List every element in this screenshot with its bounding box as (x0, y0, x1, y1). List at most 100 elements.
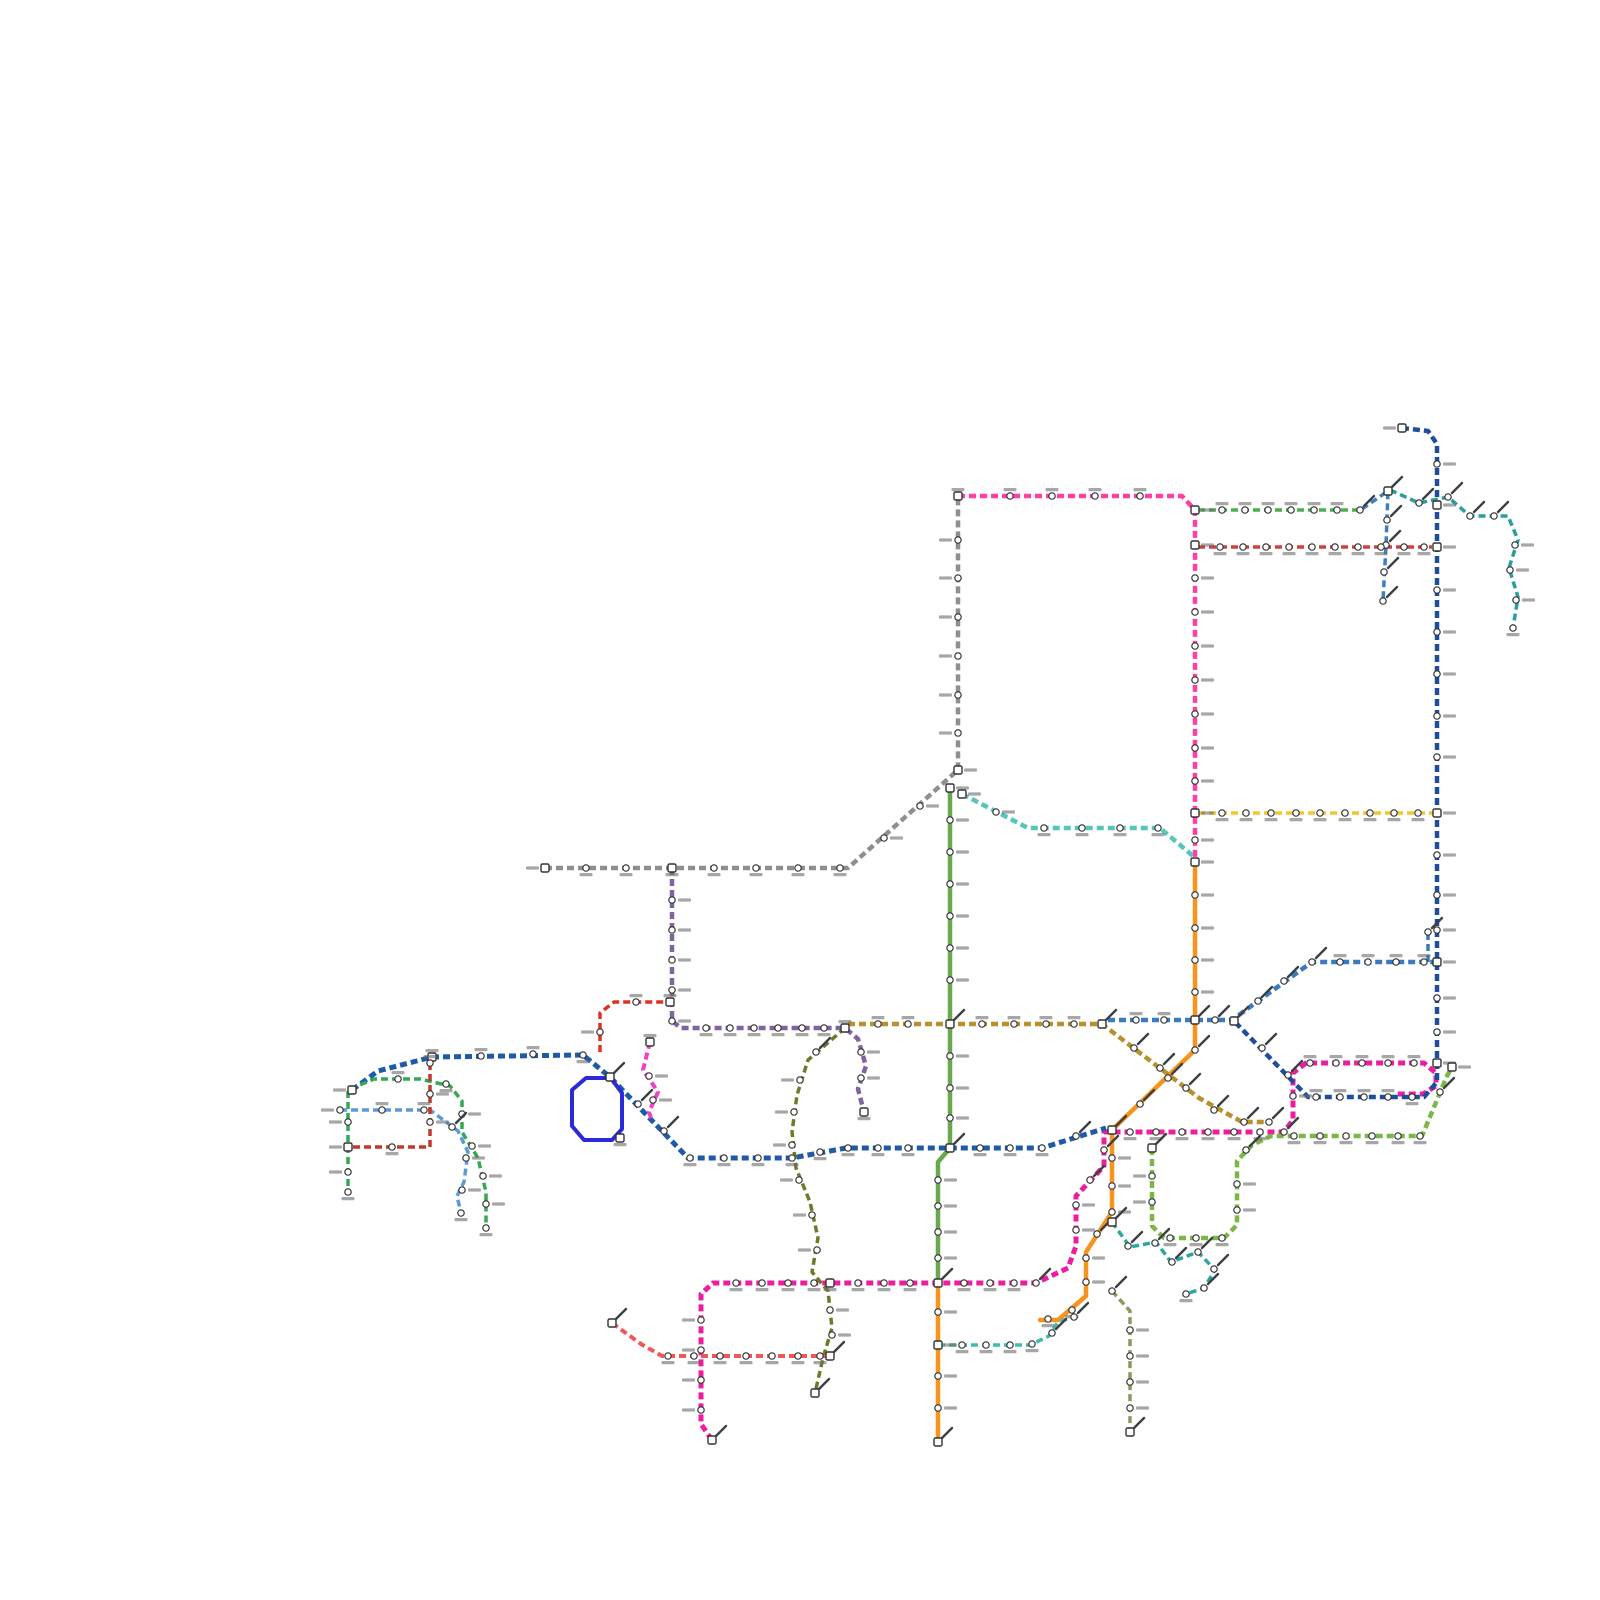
station-label-smudge (1299, 1094, 1312, 1098)
station-marker (1424, 928, 1432, 936)
station-marker (1191, 836, 1199, 844)
station-marker (1136, 492, 1144, 500)
lines-layer (340, 425, 1520, 1445)
station-label-tick (1472, 500, 1486, 514)
station-marker (664, 1352, 672, 1360)
station-label-smudge (1082, 1228, 1095, 1232)
station-label-smudge (739, 1361, 753, 1365)
station-marker (1433, 926, 1441, 934)
station-label-smudge (682, 1318, 695, 1322)
station-label-smudge (613, 1143, 627, 1147)
station-label-smudge (975, 1016, 989, 1020)
station-marker (1358, 1059, 1366, 1067)
station-marker (880, 1279, 888, 1287)
station-label-smudge (1215, 1243, 1229, 1247)
station-label-smudge (1413, 1141, 1427, 1145)
station-marker (946, 880, 954, 888)
station-label-smudge (1417, 552, 1431, 556)
station-label-tick (1142, 1088, 1156, 1102)
station-marker (946, 912, 954, 920)
station-label-smudge (472, 1156, 485, 1160)
station-marker (750, 1024, 758, 1032)
station-marker (1070, 1313, 1078, 1321)
station-label-smudge (1443, 672, 1456, 676)
station-label-tick (714, 1424, 728, 1438)
station-label-smudge (901, 1016, 915, 1020)
station-label-smudge (877, 1288, 891, 1292)
station-label-tick (1114, 1206, 1128, 1220)
station-label-smudge (1383, 426, 1396, 430)
station-marker (622, 864, 630, 872)
station-marker (986, 1279, 994, 1287)
station-marker (1093, 1230, 1101, 1238)
transit-line-purple-line (669, 868, 869, 1113)
station-label-smudge (629, 994, 643, 998)
station-marker (388, 1143, 396, 1151)
station-label-smudge (1201, 508, 1214, 512)
station-label-smudge (1201, 860, 1214, 864)
station-label-tick (1286, 1116, 1300, 1130)
station-label-smudge (678, 928, 691, 932)
station-marker (1072, 1226, 1080, 1234)
station-marker (1040, 824, 1048, 832)
station-label-smudge (341, 1197, 355, 1201)
station-label-smudge (1092, 1280, 1105, 1284)
station-label-tick (1206, 1272, 1220, 1286)
station-label-tick (1054, 1317, 1068, 1331)
transit-line-pink-west (641, 1041, 660, 1122)
station-label-smudge (1201, 958, 1214, 962)
interchange-station-marker (540, 863, 550, 873)
station-label-smudge (436, 1120, 449, 1124)
station-label-smudge (1201, 990, 1214, 994)
station-marker (854, 1279, 862, 1287)
station-marker (726, 1024, 734, 1032)
station-marker (1331, 543, 1339, 551)
station-marker (934, 1228, 942, 1236)
station-marker (596, 1028, 604, 1036)
station-marker (844, 1144, 852, 1152)
station-marker (1068, 1306, 1076, 1314)
station-marker (742, 1352, 750, 1360)
station-marker (645, 1072, 653, 1080)
station-marker (1006, 492, 1014, 500)
station-marker (1341, 809, 1349, 817)
interchange-station-marker (1107, 1217, 1117, 1227)
station-label-smudge (1045, 488, 1059, 492)
station-label-smudge (1003, 1350, 1017, 1354)
interchange-station-marker (607, 1318, 617, 1328)
station-marker (1379, 597, 1387, 605)
station-marker (1256, 1128, 1264, 1136)
interchange-station-marker (1432, 957, 1442, 967)
station-label-smudge (581, 1030, 594, 1034)
station-label-tick (1246, 1106, 1260, 1120)
station-label-smudge (871, 1016, 885, 1020)
station-label-smudge (903, 1288, 917, 1292)
station-label-smudge (1443, 811, 1456, 815)
station-marker (1182, 1290, 1190, 1298)
interchange-station-marker (1432, 542, 1442, 552)
station-label-smudge (1307, 502, 1321, 506)
station-marker (1038, 1144, 1046, 1152)
station-label-smudge (944, 1256, 957, 1260)
station-marker (1082, 1278, 1090, 1286)
station-marker (934, 1404, 942, 1412)
station-label-tick (1154, 1132, 1168, 1146)
station-marker (906, 1279, 914, 1287)
station-marker (1192, 1234, 1200, 1242)
station-marker (1006, 1341, 1014, 1349)
station-marker (426, 1059, 434, 1067)
station-label-smudge (944, 1204, 957, 1208)
station-label-smudge (1443, 893, 1456, 897)
station-label-smudge (1355, 1055, 1369, 1059)
interchange-station-marker (945, 1143, 955, 1153)
station-marker (1218, 1234, 1226, 1242)
station-marker (1414, 809, 1422, 817)
station-marker (1394, 1132, 1402, 1140)
station-marker (1191, 956, 1199, 964)
station-label-smudge (713, 1361, 727, 1365)
station-label-smudge (956, 914, 969, 918)
station-marker (816, 1352, 824, 1360)
station-marker (808, 1211, 816, 1219)
station-marker (1130, 1044, 1138, 1052)
interchange-station-marker (665, 997, 675, 1007)
